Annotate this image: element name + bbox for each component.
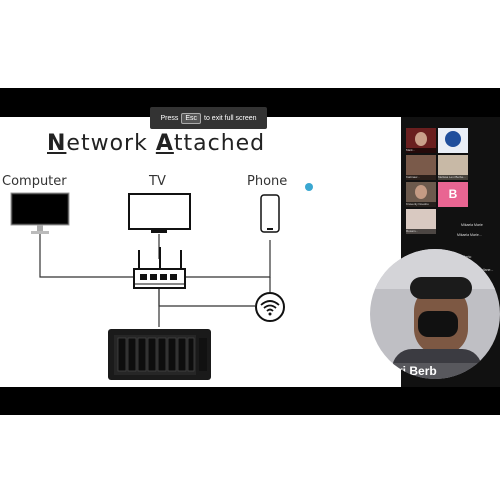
participant-tile[interactable]: Mark... [406, 128, 436, 153]
phone-icon [260, 194, 280, 233]
tv-icon [128, 193, 191, 233]
participant-tile[interactable]: Kaitinaw... [406, 155, 436, 180]
avatar-initial: B [448, 187, 458, 201]
nas-icon [108, 329, 211, 380]
esc-key[interactable]: Esc [181, 112, 202, 124]
computer-label: Computer [2, 174, 67, 189]
phone-label: Phone [247, 174, 288, 189]
logo-icon [445, 131, 461, 147]
toast-prefix: Press [160, 114, 179, 122]
network-diagram [10, 192, 285, 380]
participant-tile[interactable]: Melissa Levi Berbe... [438, 155, 468, 180]
participant-tile[interactable]: Kravenly Doesbo [406, 182, 436, 207]
speaker-video: a Levi Berb [370, 249, 500, 379]
toast-suffix: to exit full screen [204, 114, 257, 122]
participant-tile[interactable]: B [438, 182, 468, 207]
participant-tile[interactable] [438, 128, 468, 153]
shared-slide [0, 117, 401, 387]
speaker-name-banner: a Levi Berb [370, 363, 500, 379]
router-icon [133, 247, 186, 289]
wifi-icon [255, 292, 285, 322]
slide-title: Network Attached [47, 131, 266, 156]
participant-tile[interactable]: Rosam... [406, 209, 436, 234]
computer-icon [10, 192, 70, 234]
participant-name: Mikaela Marie... [457, 233, 482, 237]
tv-label: TV [149, 174, 166, 189]
pointer-dot [305, 183, 313, 191]
fullscreen-toast: Press Esc to exit full screen [150, 107, 267, 129]
participant-name: Mikaela Marie [461, 223, 483, 227]
